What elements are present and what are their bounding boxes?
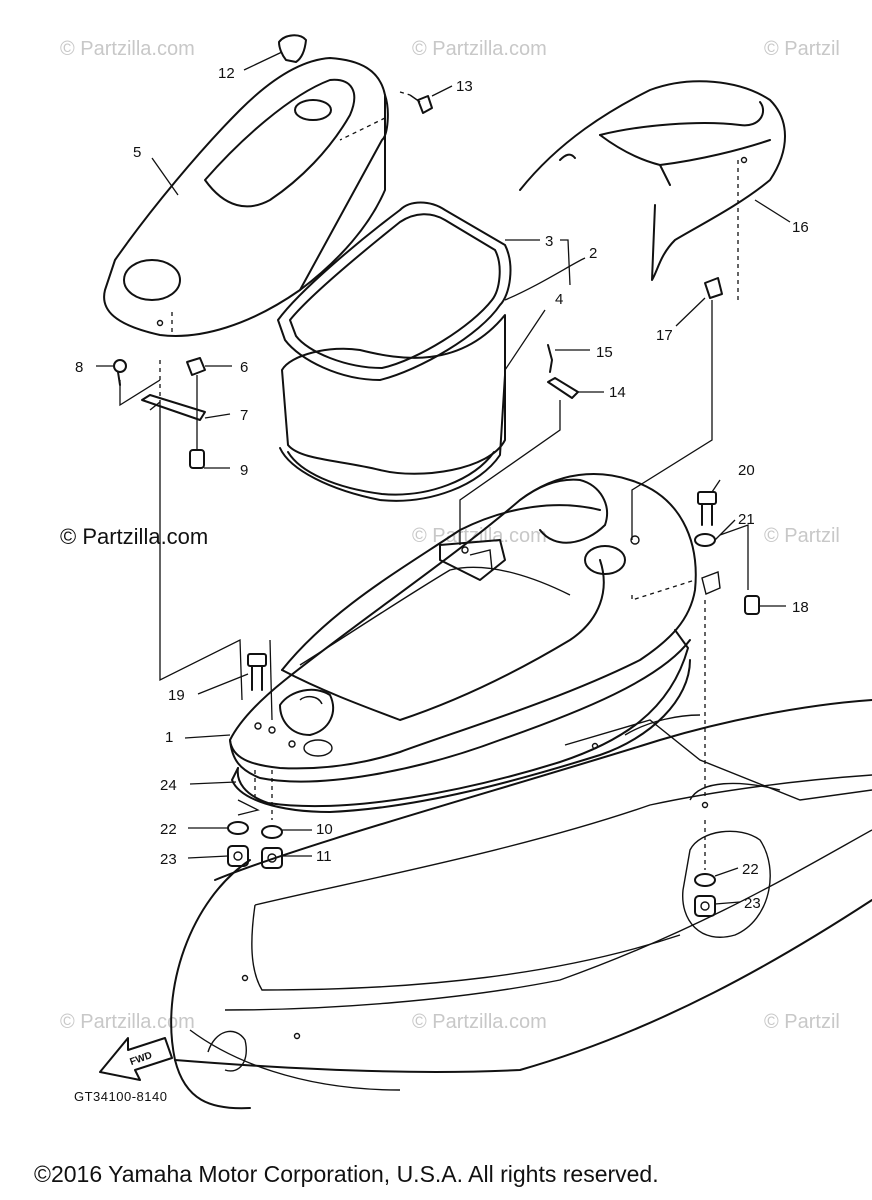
callout-13: 13 bbox=[456, 78, 473, 95]
callout-leaders bbox=[96, 51, 791, 905]
callout-3: 3 bbox=[545, 233, 553, 250]
watermark-bottom-center: © Partzilla.com bbox=[412, 1011, 547, 1033]
bolt-part-20 bbox=[697, 491, 717, 526]
watermark-bottom-left: © Partzilla.com bbox=[60, 1011, 195, 1033]
bolt-part-18 bbox=[744, 595, 760, 615]
callout-20: 20 bbox=[738, 462, 755, 479]
hood-part-5 bbox=[103, 57, 389, 337]
knob-part-12 bbox=[278, 34, 307, 63]
clip-part-17 bbox=[704, 277, 723, 299]
callout-15: 15 bbox=[596, 344, 613, 361]
callout-labels: 12 13 5 3 2 4 15 14 16 17 8 6 7 9 20 21 … bbox=[75, 65, 809, 912]
callout-17: 17 bbox=[656, 327, 673, 344]
bracket-part-14 bbox=[547, 377, 579, 399]
washer-part-21 bbox=[694, 533, 716, 547]
callout-6: 6 bbox=[240, 359, 248, 376]
copyright-notice: ©2016 Yamaha Motor Corporation, U.S.A. A… bbox=[34, 1161, 659, 1187]
watermark-top-center: © Partzilla.com bbox=[412, 38, 547, 60]
watermark-mid-right: © Partzil bbox=[764, 525, 840, 547]
assembly-lines bbox=[119, 300, 749, 870]
callout-24: 24 bbox=[160, 777, 177, 794]
fwd-arrow-icon: FWD bbox=[99, 1037, 173, 1081]
watermark-mid-center: © Partzilla.com bbox=[412, 525, 547, 547]
callout-1: 1 bbox=[165, 729, 173, 746]
callout-8: 8 bbox=[75, 359, 83, 376]
hull bbox=[170, 699, 872, 1110]
nut-part-23-right bbox=[694, 895, 716, 917]
callout-5: 5 bbox=[133, 144, 141, 161]
gasket-part-3 bbox=[277, 201, 512, 381]
nut-part-9 bbox=[189, 449, 205, 469]
bracket-part-7 bbox=[141, 394, 206, 421]
callout-23-right: 23 bbox=[744, 895, 761, 912]
nut-part-11 bbox=[261, 847, 283, 869]
washer-part-22-left bbox=[227, 821, 249, 835]
callout-14: 14 bbox=[609, 384, 626, 401]
callout-2: 2 bbox=[589, 245, 597, 262]
deck-part-1 bbox=[229, 473, 721, 783]
callout-12: 12 bbox=[218, 65, 235, 82]
bolt-part-13 bbox=[399, 91, 433, 114]
callout-9: 9 bbox=[240, 462, 248, 479]
watermark-bottom-right: © Partzil bbox=[764, 1011, 840, 1033]
bin-part-2 bbox=[281, 314, 506, 475]
washer-part-22-right bbox=[694, 873, 716, 887]
bolt-part-19 bbox=[247, 653, 267, 691]
washer-part-10 bbox=[261, 825, 283, 839]
callout-7: 7 bbox=[240, 407, 248, 424]
callout-23-left: 23 bbox=[160, 851, 177, 868]
pin-part-15 bbox=[547, 344, 553, 373]
callout-19: 19 bbox=[168, 687, 185, 704]
callout-21: 21 bbox=[738, 511, 755, 528]
callout-16: 16 bbox=[792, 219, 809, 236]
watermark-mid-left: © Partzilla.com bbox=[60, 524, 208, 549]
seat-part-16 bbox=[519, 80, 786, 300]
watermark-top-left: © Partzilla.com bbox=[60, 38, 195, 60]
callout-22-left: 22 bbox=[160, 821, 177, 838]
clip-part-6 bbox=[186, 357, 206, 376]
callout-10: 10 bbox=[316, 821, 333, 838]
callout-4: 4 bbox=[555, 291, 563, 308]
trim-part-24 bbox=[231, 629, 691, 813]
callout-18: 18 bbox=[792, 599, 809, 616]
diagram-code: GT34100-8140 bbox=[74, 1089, 167, 1104]
callout-11: 11 bbox=[316, 848, 332, 865]
watermark-top-right: © Partzil bbox=[764, 38, 840, 60]
callout-22-right: 22 bbox=[742, 861, 759, 878]
gasket-part-4 bbox=[279, 374, 506, 502]
